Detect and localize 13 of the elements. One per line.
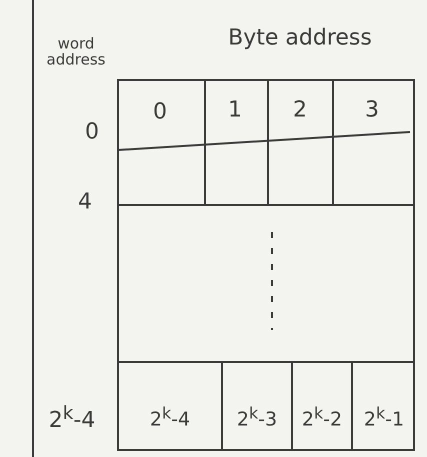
byte-address-value: 3 bbox=[365, 98, 379, 122]
byte-address-value: 0 bbox=[153, 100, 167, 124]
byte-address-value: 2$^{k}$-3 bbox=[236, 405, 278, 431]
byte-address-value: 2$^{k}$-2 bbox=[302, 405, 342, 431]
word-address-value: 4 bbox=[78, 190, 92, 214]
word-address-value: 0 bbox=[85, 120, 99, 144]
word-address-value: 2$^{k}$-4 bbox=[48, 404, 96, 432]
byte-address-value: 2$^{k}$-4 bbox=[150, 405, 190, 431]
byte-address-value: 2 bbox=[293, 98, 307, 122]
axis-heading: word address bbox=[46, 36, 106, 68]
axis-heading: Byte address bbox=[228, 26, 372, 50]
byte-address-value: 1 bbox=[228, 98, 242, 122]
byte-address-value: 2$^{k}$-1 bbox=[364, 405, 404, 431]
